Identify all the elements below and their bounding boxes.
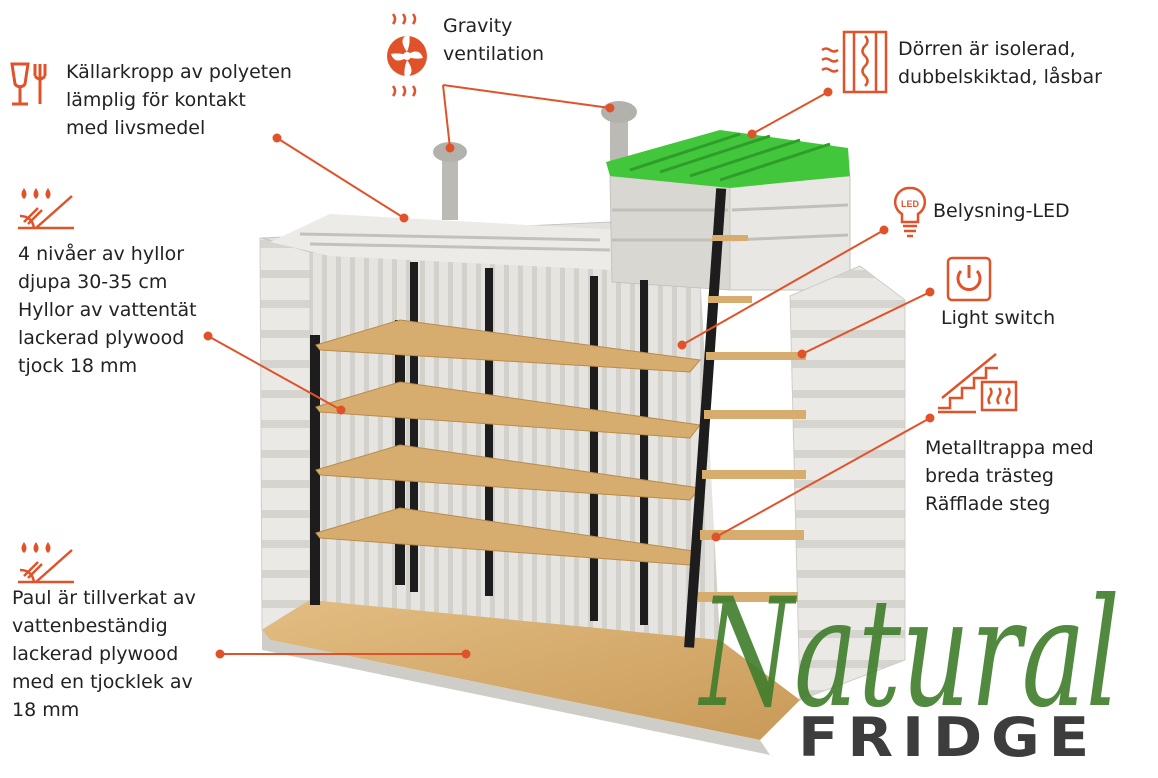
natural-fridge-logo: Natural FRIDGE [698, 567, 1120, 769]
entrance-shaft [609, 175, 851, 291]
power-switch-icon [946, 256, 992, 302]
back-wall [300, 250, 720, 640]
waterproof-wood-icon [18, 542, 74, 584]
vent-pipe-left [433, 142, 467, 220]
insulated-door [606, 130, 850, 188]
stairs-heating-icon [938, 353, 1018, 414]
left-wall [259, 237, 311, 631]
label-stairs: Metalltrappa med breda trästeg Räfflade … [925, 437, 1094, 515]
logo-word: FRIDGE [798, 706, 1098, 769]
shelves [315, 319, 701, 566]
metal-stairs [684, 188, 806, 648]
label-floor: Paul är tillverkat av vattenbeständig la… [12, 587, 196, 721]
label-switch: Light switch [941, 307, 1056, 329]
roof [261, 214, 621, 270]
vent-pipe-right [601, 101, 637, 168]
food-safe-icon [10, 62, 47, 106]
label-shelves: 4 nivåer av hyllor djupa 30-35 cm Hyllor… [18, 243, 197, 377]
label-ventilation: Gravity ventilation [443, 15, 545, 65]
floor [262, 600, 800, 755]
svg-text:LED: LED [901, 199, 920, 209]
callout-lines [203, 84, 935, 659]
fan-heat-icon [387, 13, 427, 97]
label-door: Dörren är isolerad, dubbelskiktad, låsba… [898, 38, 1102, 88]
logo-script: Natural [698, 567, 1120, 741]
right-wall [789, 265, 906, 701]
led-bulb-icon: LED [894, 186, 926, 238]
label-body: Källarkropp av polyeten lämplig för kont… [66, 61, 292, 139]
waterproof-wood-icon [18, 188, 74, 230]
insulated-door-icon [821, 30, 888, 94]
label-led: Belysning-LED [933, 200, 1070, 222]
